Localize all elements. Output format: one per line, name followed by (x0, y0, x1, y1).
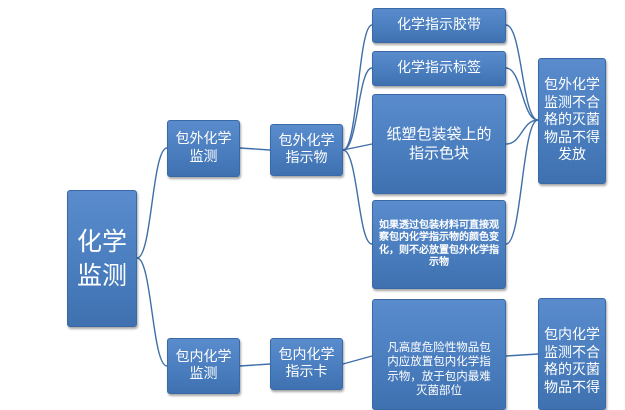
node-indicator-tape: 化学指示胶带 (372, 8, 506, 43)
connector-high-risk-result (505, 353, 539, 357)
node-outer-fail-result-text: 包外化学监测不合格的灭菌物品不得发放 (544, 77, 600, 164)
node-outer-pack-monitoring: 包外化学监测 (167, 120, 240, 177)
node-inner-fail-result-text: 包内化学监测不合格的灭菌物品不得 (544, 327, 600, 396)
connector-to-block (342, 143, 373, 151)
node-color-block-text: 纸塑包装袋上的指示色块 (386, 125, 492, 162)
node-color-block: 纸塑包装袋上的指示色块 (372, 94, 506, 194)
node-inner-pack-monitoring-text: 包内化学监测 (175, 348, 232, 383)
node-transparent-note-text: 如果透过包装材料可直接观察包内化学指示物的颜色变化，则不必放置包外化学指示物 (379, 219, 499, 269)
node-high-risk-note-text: 凡高度危险性物品包内应放置包内化学指示物，放于包内最难灭菌部位 (387, 340, 491, 398)
node-outer-indicator-text: 包外化学指示物 (278, 132, 335, 167)
node-transparent-note: 如果透过包装材料可直接观察包内化学指示物的颜色变化，则不必放置包外化学指示物 (372, 200, 506, 289)
node-inner-fail-result: 包内化学监测不合格的灭菌物品不得 (538, 298, 606, 410)
connector-root-outer (136, 147, 168, 259)
connector-note-result (505, 119, 539, 245)
connector-to-label (342, 67, 373, 151)
node-indicator-label-text: 化学指示标签 (397, 59, 481, 76)
connector-root-inner (136, 257, 168, 367)
node-indicator-label: 化学指示标签 (372, 51, 506, 86)
node-indicator-tape-text: 化学指示胶带 (397, 16, 481, 33)
node-chemical-monitoring: 化学监测 (67, 190, 137, 327)
connector-inner-card (239, 363, 271, 367)
node-inner-pack-monitoring: 包内化学监测 (167, 338, 240, 394)
connector-to-tape (342, 24, 373, 151)
node-inner-indicator-card: 包内化学指示卡 (270, 338, 343, 390)
node-chemical-monitoring-text: 化学监测 (76, 226, 127, 290)
node-outer-pack-monitoring-text: 包外化学监测 (175, 131, 232, 165)
node-inner-indicator-card-text: 包内化学指示卡 (278, 346, 335, 381)
connector-to-high-risk (342, 355, 373, 365)
connector-label-result (505, 67, 539, 121)
connector-outer-indicator (239, 147, 271, 151)
node-outer-indicator: 包外化学指示物 (270, 124, 343, 176)
connector-block-result (505, 119, 539, 145)
connector-to-note (342, 149, 373, 245)
node-high-risk-note: 凡高度危险性物品包内应放置包内化学指示物，放于包内最难灭菌部位 (372, 299, 506, 410)
connector-tape-result (505, 24, 539, 121)
node-outer-fail-result: 包外化学监测不合格的灭菌物品不得发放 (538, 58, 606, 184)
